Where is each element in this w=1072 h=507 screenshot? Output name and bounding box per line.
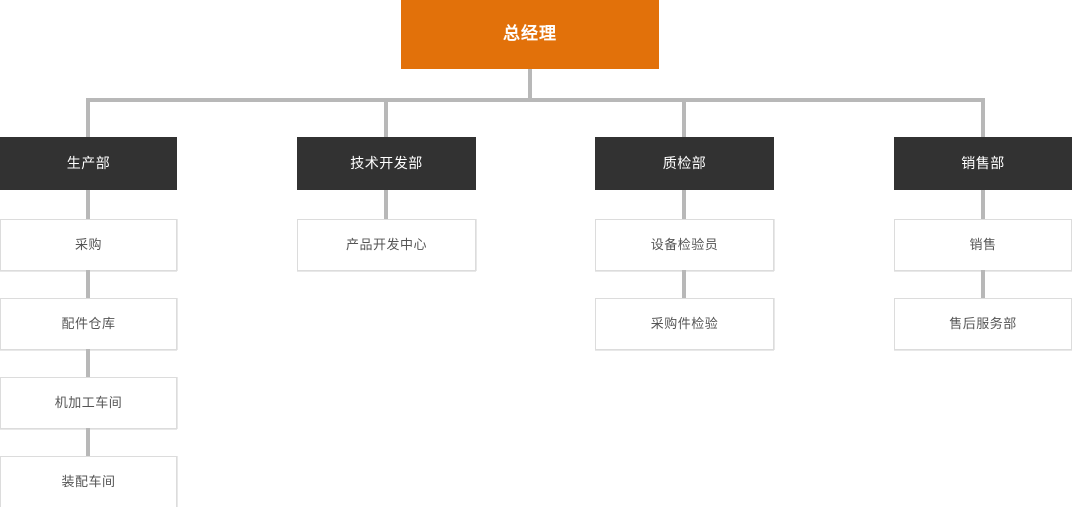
node-sub-sales[interactable]: 销售 bbox=[894, 219, 1072, 271]
connector-dept-1-child-0 bbox=[384, 190, 388, 220]
node-sub-purchased-parts-inspection[interactable]: 采购件检验 bbox=[595, 298, 774, 350]
connector-dept-1-drop bbox=[384, 98, 388, 139]
node-sub-procurement-label: 采购 bbox=[74, 237, 102, 253]
node-sub-sales-label: 销售 bbox=[969, 237, 997, 253]
node-dept-tech-development-label: 技术开发部 bbox=[350, 155, 423, 172]
connector-dept-0-child-1 bbox=[86, 270, 90, 299]
node-dept-quality-inspection[interactable]: 质检部 bbox=[595, 137, 774, 190]
node-dept-tech-development[interactable]: 技术开发部 bbox=[297, 137, 476, 190]
node-dept-quality-inspection-label: 质检部 bbox=[662, 155, 707, 172]
connector-root-stem bbox=[528, 69, 532, 102]
node-sub-machining-workshop[interactable]: 机加工车间 bbox=[0, 377, 177, 429]
connector-dept-3-drop bbox=[981, 98, 985, 139]
node-dept-sales-label: 销售部 bbox=[961, 155, 1005, 172]
node-dept-production[interactable]: 生产部 bbox=[0, 137, 177, 190]
connector-level2-bus bbox=[86, 98, 985, 102]
node-sub-equipment-inspector[interactable]: 设备检验员 bbox=[595, 219, 774, 271]
node-sub-machining-workshop-label: 机加工车间 bbox=[54, 395, 123, 411]
node-dept-production-label: 生产部 bbox=[66, 155, 111, 172]
connector-dept-3-child-1 bbox=[981, 270, 985, 299]
node-sub-assembly-workshop-label: 装配车间 bbox=[61, 474, 116, 490]
connector-dept-0-child-3 bbox=[86, 428, 90, 457]
connector-dept-0-drop bbox=[86, 98, 90, 139]
node-sub-parts-warehouse[interactable]: 配件仓库 bbox=[0, 298, 177, 350]
node-root-label: 总经理 bbox=[503, 24, 557, 44]
node-root-general-manager[interactable]: 总经理 bbox=[401, 0, 659, 69]
node-sub-procurement[interactable]: 采购 bbox=[0, 219, 177, 271]
connector-dept-0-child-0 bbox=[86, 190, 90, 220]
node-sub-equipment-inspector-label: 设备检验员 bbox=[650, 237, 719, 253]
node-sub-product-development-center-label: 产品开发中心 bbox=[345, 237, 427, 253]
node-dept-sales[interactable]: 销售部 bbox=[894, 137, 1072, 190]
connector-dept-3-child-0 bbox=[981, 190, 985, 220]
node-sub-after-sales-service-label: 售后服务部 bbox=[949, 316, 1017, 332]
connector-dept-0-child-2 bbox=[86, 349, 90, 378]
node-sub-parts-warehouse-label: 配件仓库 bbox=[61, 316, 116, 332]
node-sub-product-development-center[interactable]: 产品开发中心 bbox=[297, 219, 476, 271]
connector-dept-2-drop bbox=[682, 98, 686, 139]
connector-dept-2-child-1 bbox=[682, 270, 686, 299]
connector-dept-2-child-0 bbox=[682, 190, 686, 220]
node-sub-after-sales-service[interactable]: 售后服务部 bbox=[894, 298, 1072, 350]
node-sub-assembly-workshop[interactable]: 装配车间 bbox=[0, 456, 177, 507]
node-sub-purchased-parts-inspection-label: 采购件检验 bbox=[650, 316, 719, 332]
